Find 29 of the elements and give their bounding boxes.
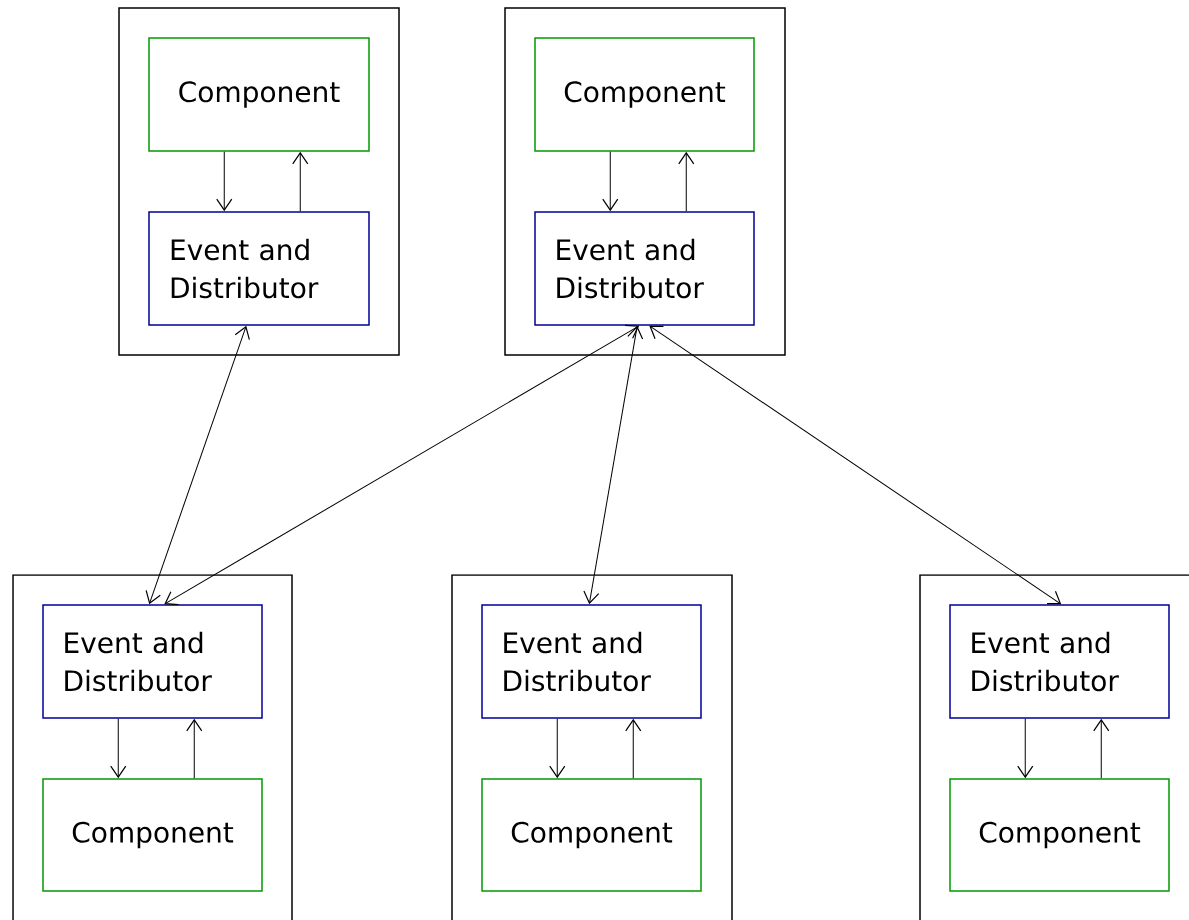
arrow	[110, 718, 127, 779]
arrow	[649, 325, 1062, 605]
arrow	[1093, 718, 1110, 779]
distributor-box: Event and Distributor	[534, 211, 755, 326]
arrow	[186, 718, 203, 779]
distributor-box: Event and Distributor	[42, 604, 263, 719]
arrow	[292, 151, 309, 212]
distributor-box: Event and Distributor	[949, 604, 1170, 719]
component-box: Component	[148, 37, 370, 152]
arrow	[678, 151, 695, 212]
arrow	[145, 325, 250, 605]
arrow	[583, 325, 644, 605]
arrow	[216, 151, 233, 212]
component-box: Component	[534, 37, 755, 152]
container-box	[451, 574, 733, 920]
container-box	[12, 574, 293, 920]
distributor-box: Event and Distributor	[148, 211, 370, 326]
arrow	[602, 151, 619, 212]
arrow	[1017, 718, 1034, 779]
arrow	[625, 718, 642, 779]
component-box: Component	[481, 778, 702, 892]
distributor-box: Event and Distributor	[481, 604, 702, 719]
component-box: Component	[42, 778, 263, 892]
container-box	[504, 7, 786, 356]
container-box	[118, 7, 400, 356]
container-box	[919, 574, 1189, 920]
component-box: Component	[949, 778, 1170, 892]
arrow	[164, 324, 640, 606]
arrow	[549, 718, 566, 779]
